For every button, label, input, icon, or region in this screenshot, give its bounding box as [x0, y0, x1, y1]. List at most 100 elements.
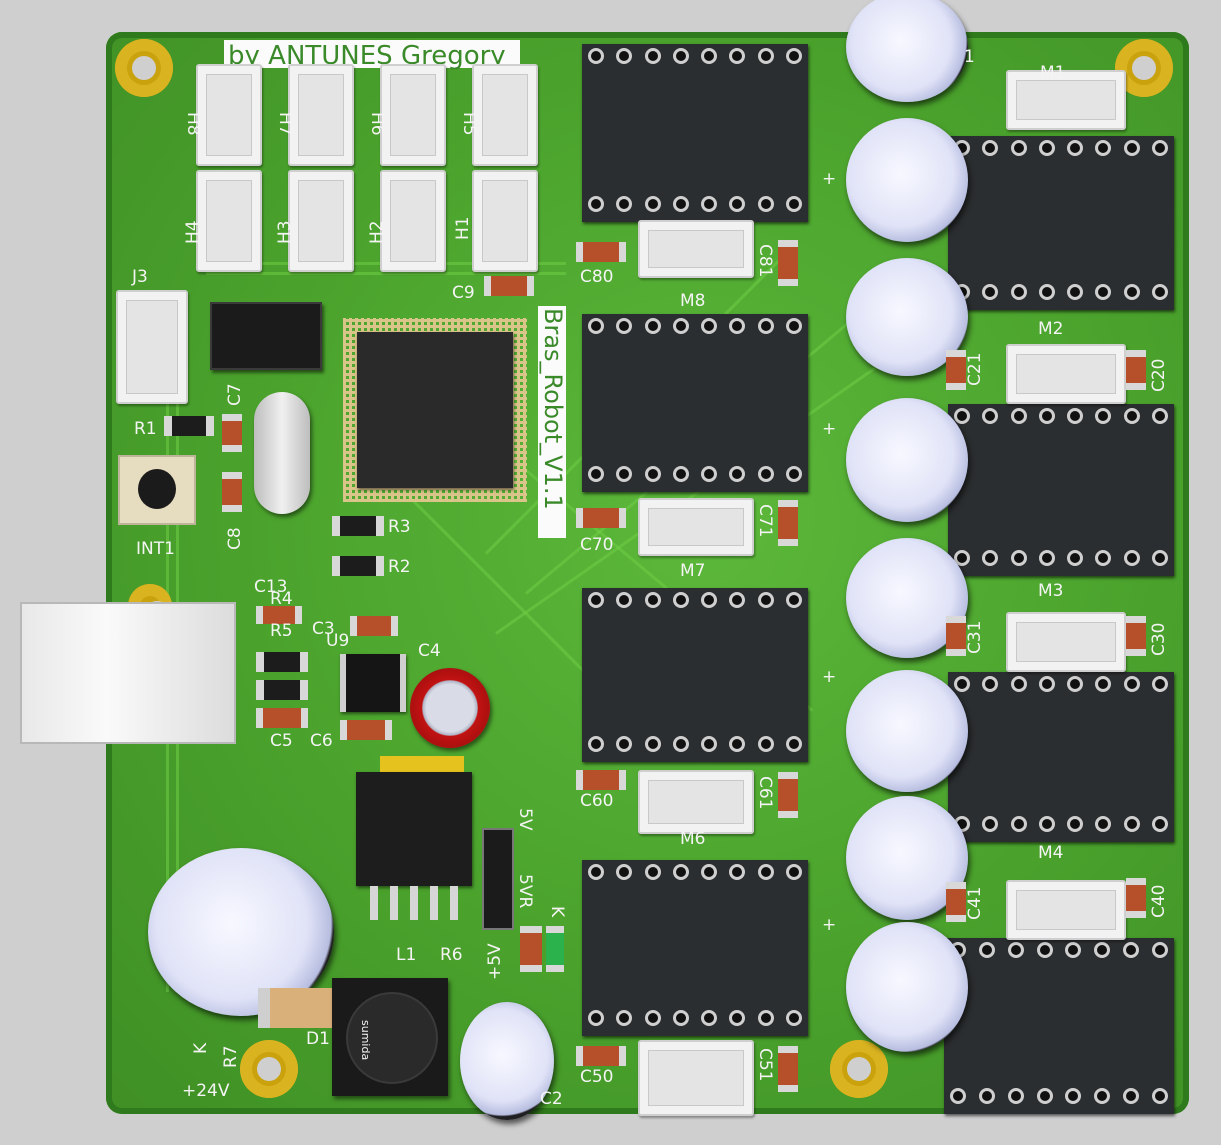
voltage-regulator — [356, 772, 472, 886]
connector-m4[interactable] — [1006, 880, 1126, 940]
driver-module-m3 — [948, 672, 1174, 842]
voltage-jumper[interactable] — [482, 828, 514, 930]
label-sumida: sumida — [359, 1020, 372, 1061]
mount-hole-br — [830, 1040, 888, 1098]
resistor-r1 — [164, 416, 214, 436]
label-h7: H7 — [275, 112, 295, 136]
mount-hole-tl — [115, 39, 173, 97]
diode-d1 — [258, 988, 334, 1028]
cap-c80 — [576, 242, 626, 262]
cap-motor-8 — [846, 922, 968, 1052]
label-c6: C6 — [310, 731, 333, 751]
cap-c13 — [256, 606, 302, 624]
header-h6[interactable] — [380, 64, 446, 166]
label-c50: C50 — [580, 1067, 614, 1087]
label-c9: C9 — [452, 283, 475, 303]
label-l1: L1 — [396, 945, 417, 965]
driver-module-m2 — [948, 404, 1174, 576]
connector-m3[interactable] — [1006, 612, 1126, 672]
label-c1: 1 — [964, 47, 975, 67]
board-name-banner — [538, 306, 566, 538]
driver-module-m1 — [948, 136, 1174, 310]
connector-m8[interactable] — [638, 220, 754, 278]
cap-c41 — [946, 882, 966, 922]
header-h2[interactable] — [380, 170, 446, 272]
label-plus5v: +5V — [485, 943, 505, 980]
label-c31: C31 — [965, 620, 985, 654]
label-h1: H1 — [453, 216, 473, 240]
connector-j3[interactable] — [116, 290, 188, 404]
label-plus24v: +24V — [182, 1081, 230, 1101]
cap-c5 — [256, 708, 308, 728]
label-int1: INT1 — [136, 539, 175, 559]
regulator-legs — [370, 886, 460, 920]
usb-connector[interactable] — [20, 602, 236, 744]
label-c13: C13 — [254, 577, 288, 597]
label-5vr: 5VR — [515, 874, 535, 909]
cap-c60 — [576, 770, 626, 790]
label-h2: H2 — [367, 220, 387, 244]
connector-m7[interactable] — [638, 498, 754, 556]
label-h3: H3 — [275, 220, 295, 244]
label-r5: R5 — [270, 621, 293, 641]
label-c3: C3 — [312, 619, 335, 639]
cap-c30 — [1126, 616, 1146, 656]
label-h8: H8 — [183, 112, 203, 136]
cap-c4 — [410, 668, 490, 748]
label-m6: M6 — [680, 829, 706, 849]
label-d1: D1 — [306, 1029, 330, 1049]
connector-m2[interactable] — [1006, 344, 1126, 404]
header-h3[interactable] — [288, 170, 354, 272]
label-r6: R6 — [440, 945, 463, 965]
cap-c50 — [576, 1046, 626, 1066]
cap-motor-2 — [846, 118, 968, 242]
label-h4: H4 — [183, 220, 203, 244]
cap-c2 — [460, 1002, 554, 1120]
mount-hole-bl — [240, 1040, 298, 1098]
driver-module-m4 — [944, 938, 1174, 1114]
label-r2: R2 — [388, 557, 411, 577]
cap-c7 — [222, 414, 242, 452]
header-h8[interactable] — [196, 64, 262, 166]
board-name: Bras_Robot_V1.1 — [539, 308, 567, 510]
resistor-r2 — [332, 556, 384, 576]
label-c61: C61 — [755, 776, 775, 810]
label-r1: R1 — [134, 419, 157, 439]
cap-c81 — [778, 240, 798, 286]
regulator-tab — [380, 756, 464, 774]
label-c21: C21 — [965, 352, 985, 386]
label-c7: C7 — [225, 383, 245, 406]
programming-header[interactable] — [210, 302, 322, 370]
label-c80: C80 — [580, 267, 614, 287]
reset-button[interactable] — [118, 455, 196, 525]
resistor-r5 — [256, 680, 308, 700]
label-c70: C70 — [580, 535, 614, 555]
title-banner — [224, 40, 520, 68]
label-m2: M2 — [1038, 319, 1064, 339]
cap-c9 — [484, 276, 534, 296]
resistor-r4 — [256, 652, 308, 672]
cap-c40 — [1126, 878, 1146, 918]
cap-motor-1 — [846, 0, 968, 102]
header-h4[interactable] — [196, 170, 262, 272]
inductor-l1 — [332, 978, 448, 1096]
connector-m1[interactable] — [1006, 70, 1126, 130]
resistor-r3 — [332, 516, 384, 536]
ic-u9 — [340, 654, 406, 712]
connector-m5[interactable] — [638, 1040, 754, 1116]
plus-mark-3: + — [822, 667, 837, 687]
label-m1: M1 — [1040, 63, 1066, 83]
connector-m6[interactable] — [638, 770, 754, 834]
label-m8: M8 — [680, 291, 706, 311]
label-c30: C30 — [1149, 622, 1169, 656]
cap-c31 — [946, 616, 966, 656]
label-5v: 5V — [515, 808, 535, 831]
label-k1: K — [191, 1042, 211, 1054]
cap-motor-6 — [846, 670, 968, 792]
header-h1[interactable] — [472, 170, 538, 272]
header-h5[interactable] — [472, 64, 538, 166]
driver-module-m5 — [582, 860, 808, 1036]
label-c2: C2 — [540, 1089, 563, 1109]
label-m3: M3 — [1038, 581, 1064, 601]
header-h7[interactable] — [288, 64, 354, 166]
